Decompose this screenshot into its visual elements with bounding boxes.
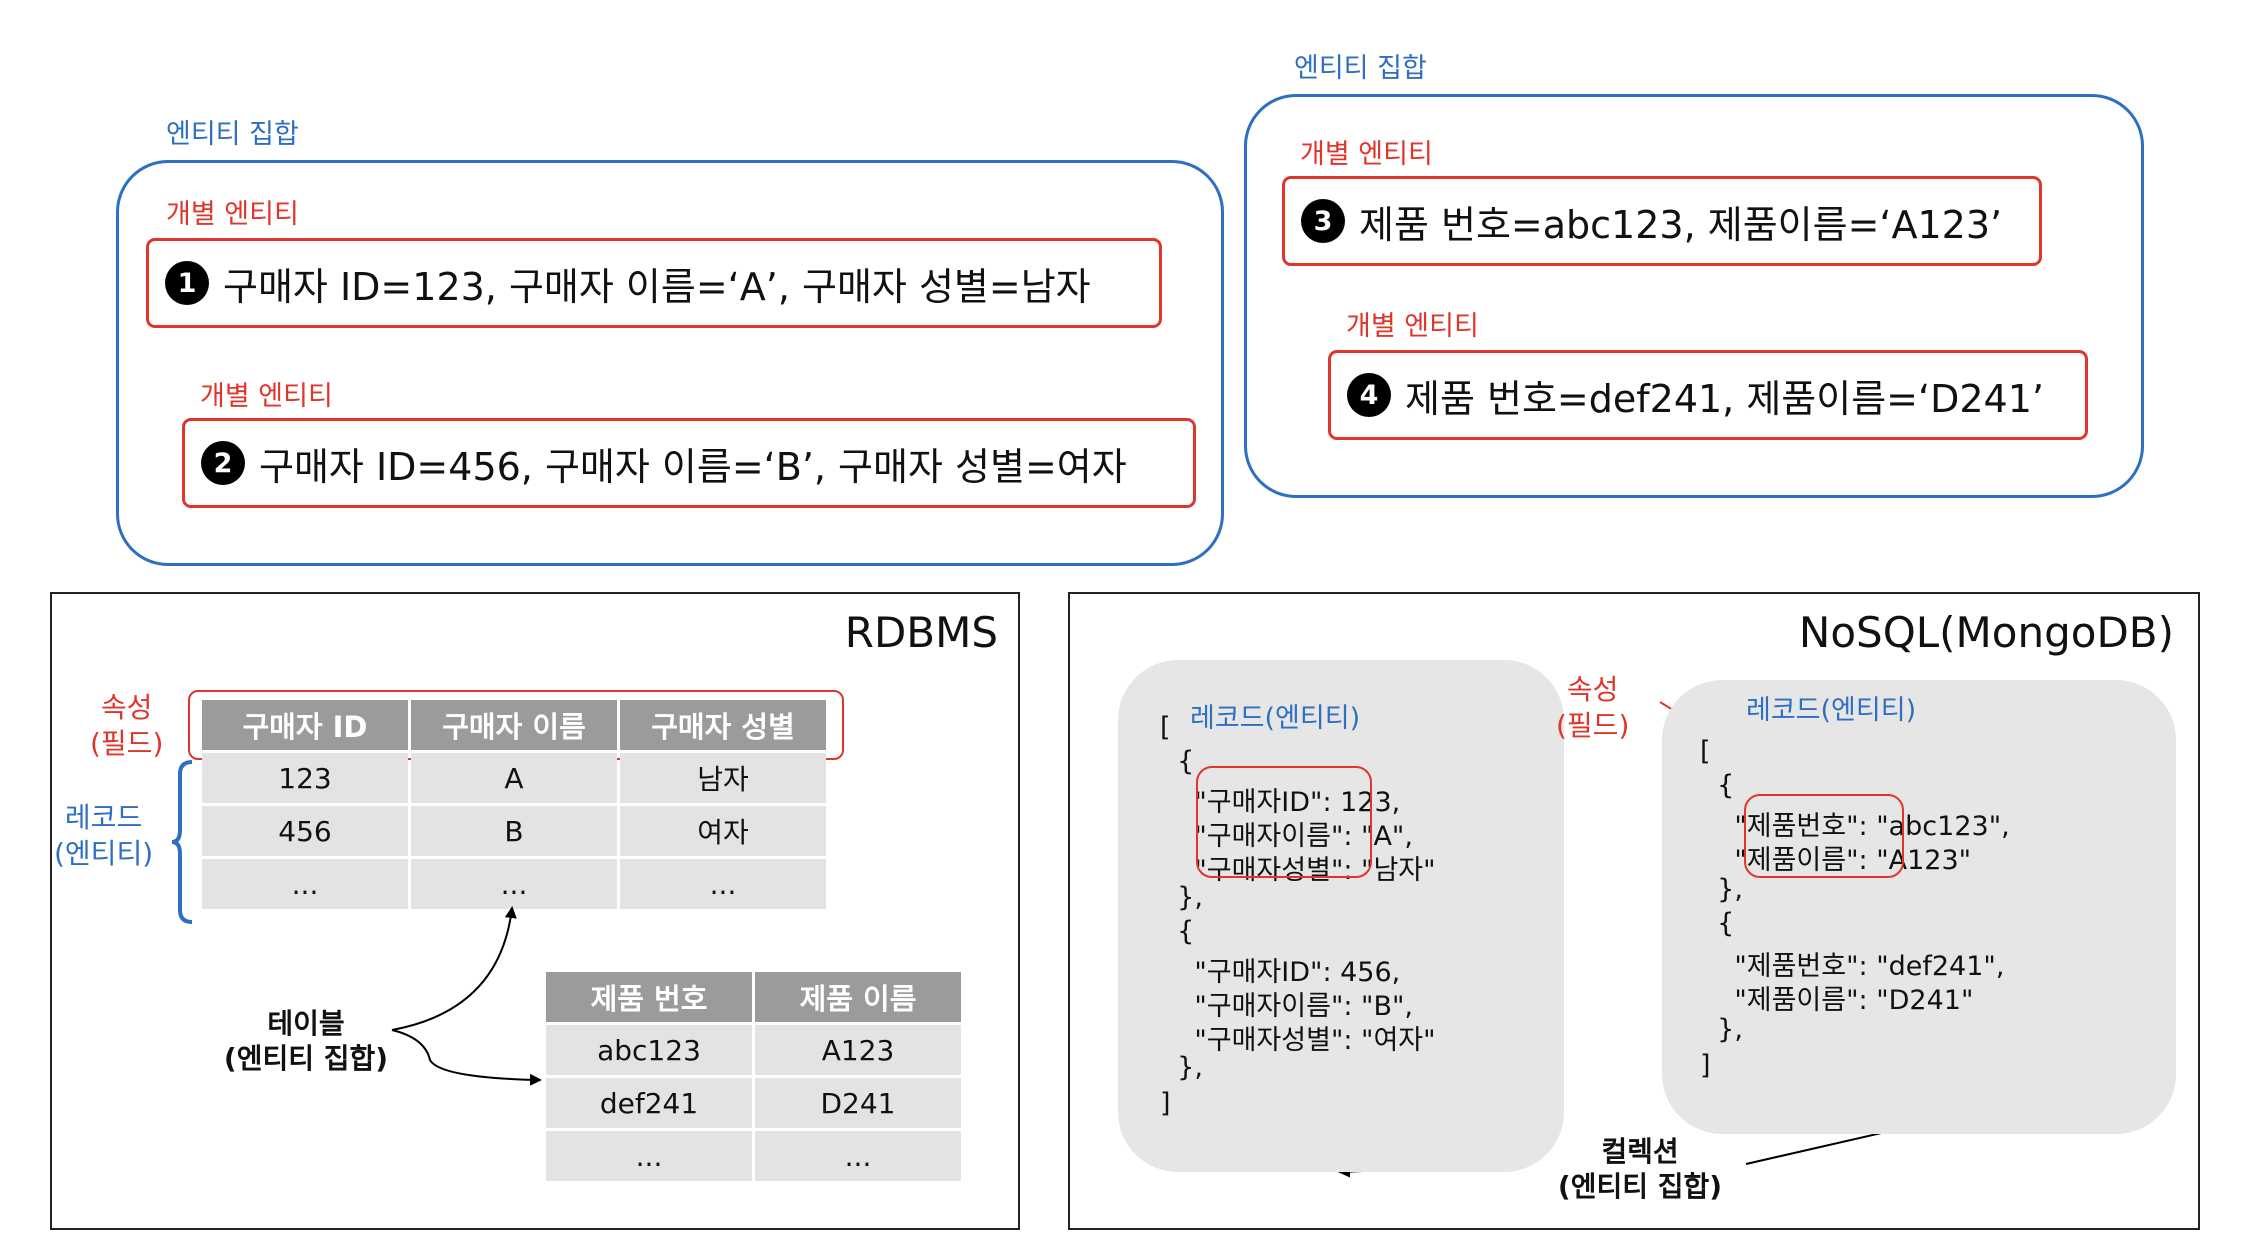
nosql-left-field-highlight	[1196, 766, 1372, 878]
table-cell: ...	[755, 1131, 961, 1181]
arrow-to-buyer-table	[391, 906, 517, 1031]
nosql-left-record-label: 레코드(엔티티)	[1190, 703, 1361, 734]
entity3-label: 개별 엔티티	[1300, 139, 1433, 170]
code-line: ]	[1700, 1050, 1711, 1081]
buyer-table: 구매자 ID 구매자 이름 구매자 성별 123 A 남자 456 B 여자 .…	[202, 700, 826, 909]
nosql-title: NoSQL(MongoDB)	[1798, 608, 2174, 657]
table-cell: A123	[755, 1025, 961, 1075]
code-line: },	[1160, 1052, 1203, 1083]
rdbms-table-label-line2: (엔티티 집합)	[223, 1042, 389, 1075]
nosql-right-field-highlight	[1744, 794, 1904, 878]
nosql-collection-label: 컬렉션 (엔티티 집합)	[1530, 1134, 1750, 1204]
rdbms-frame	[50, 592, 1020, 1230]
number-badge-3: 3	[1301, 199, 1345, 243]
top-right-entity-set	[1244, 94, 2144, 498]
number-badge-1: 1	[165, 261, 209, 305]
table-cell: 123	[202, 753, 408, 803]
nosql-collection-label-line1: 컬렉션	[1601, 1135, 1679, 1168]
code-line: "구매자이름": "B",	[1160, 991, 1413, 1022]
code-line: ]	[1160, 1088, 1171, 1119]
code-line: {	[1700, 770, 1735, 801]
product-table: 제품 번호 제품 이름 abc123 A123 def241 D241 ... …	[546, 972, 961, 1181]
code-line: },	[1160, 882, 1203, 913]
rdbms-record-label-line1: 레코드	[64, 801, 143, 834]
buyer-header-id: 구매자 ID	[202, 700, 408, 750]
table-cell: 456	[202, 806, 408, 856]
rdbms-record-label-line2: (엔티티)	[54, 837, 154, 871]
table-cell: ...	[620, 859, 826, 909]
code-line: {	[1160, 916, 1195, 947]
rdbms-record-label: 레코드 (엔티티)	[54, 800, 153, 873]
rdbms-title: RDBMS	[844, 608, 998, 657]
table-cell: D241	[755, 1078, 961, 1128]
rdbms-table-label: 테이블 (엔티티 집합)	[196, 1006, 416, 1076]
table-cell: ...	[546, 1131, 752, 1181]
code-line: "제품이름": "A123"	[1700, 845, 1972, 876]
code-line: },	[1700, 1014, 1743, 1045]
table-cell: 여자	[620, 806, 826, 856]
nosql-attr-label: 속성 (필드)	[1556, 672, 1629, 745]
code-line: "제품이름": "D241"	[1700, 985, 1974, 1016]
nosql-right-collection-panel	[1662, 680, 2176, 1134]
number-badge-4: 4	[1347, 373, 1391, 417]
table-cell: abc123	[546, 1025, 752, 1075]
code-line: {	[1700, 908, 1735, 939]
rdbms-attr-label-line1: 속성	[100, 691, 153, 724]
nosql-attr-label-line1: 속성	[1566, 673, 1619, 706]
entity3-text: 제품 번호=abc123, 제품이름=‘A123’	[1359, 202, 2003, 247]
code-line: [	[1160, 712, 1171, 743]
rdbms-attr-label: 속성 (필드)	[90, 690, 163, 763]
table-cell: ...	[411, 859, 617, 909]
code-line: {	[1160, 746, 1195, 777]
entity4-label: 개별 엔티티	[1346, 311, 1479, 342]
rdbms-attr-label-line2: (필드)	[90, 727, 164, 761]
code-line: "구매자성별": "여자"	[1160, 1025, 1436, 1056]
entity2-label: 개별 엔티티	[200, 381, 333, 412]
rdbms-record-bracket	[171, 760, 193, 924]
table-cell: def241	[546, 1078, 752, 1128]
entity3-box: 3 제품 번호=abc123, 제품이름=‘A123’	[1282, 176, 2042, 266]
entity1-label: 개별 엔티티	[166, 199, 299, 230]
entity4-text: 제품 번호=def241, 제품이름=‘D241’	[1405, 376, 2044, 421]
code-line: "구매자이름": "A",	[1160, 821, 1413, 852]
entity1-box: 1 구매자 ID=123, 구매자 이름=‘A’, 구매자 성별=남자	[146, 238, 1162, 328]
top-right-group-label: 엔티티 집합	[1294, 53, 1427, 84]
nosql-attr-label-line2: (필드)	[1556, 709, 1630, 743]
product-header-name: 제품 이름	[755, 972, 961, 1022]
table-cell: A	[411, 753, 617, 803]
entity4-box: 4 제품 번호=def241, 제품이름=‘D241’	[1328, 350, 2088, 440]
code-line: [	[1700, 736, 1711, 767]
entity1-text: 구매자 ID=123, 구매자 이름=‘A’, 구매자 성별=남자	[223, 264, 1091, 309]
entity2-text: 구매자 ID=456, 구매자 이름=‘B’, 구매자 성별=여자	[259, 444, 1127, 489]
code-line: "구매자ID": 456,	[1160, 957, 1401, 988]
table-cell: B	[411, 806, 617, 856]
nosql-collection-label-line2: (엔티티 집합)	[1557, 1170, 1723, 1203]
nosql-left-collection-panel	[1118, 660, 1564, 1172]
entity2-box: 2 구매자 ID=456, 구매자 이름=‘B’, 구매자 성별=여자	[182, 418, 1196, 508]
number-badge-2: 2	[201, 441, 245, 485]
code-line: "제품번호": "abc123",	[1700, 811, 2010, 842]
table-cell: ...	[202, 859, 408, 909]
top-left-group-label: 엔티티 집합	[166, 119, 299, 150]
nosql-frame	[1068, 592, 2200, 1230]
buyer-header-gender: 구매자 성별	[620, 700, 826, 750]
buyer-header-name: 구매자 이름	[411, 700, 617, 750]
arrow-to-product-table	[391, 1029, 542, 1086]
product-header-number: 제품 번호	[546, 972, 752, 1022]
nosql-right-record-label: 레코드(엔티티)	[1746, 695, 1917, 726]
table-cell: 남자	[620, 753, 826, 803]
top-left-entity-set	[116, 160, 1224, 566]
code-line: "구매자성별": "남자"	[1160, 855, 1436, 886]
code-line: },	[1700, 874, 1743, 905]
code-line: "제품번호": "def241",	[1700, 951, 2005, 982]
rdbms-table-label-line1: 테이블	[267, 1007, 345, 1040]
